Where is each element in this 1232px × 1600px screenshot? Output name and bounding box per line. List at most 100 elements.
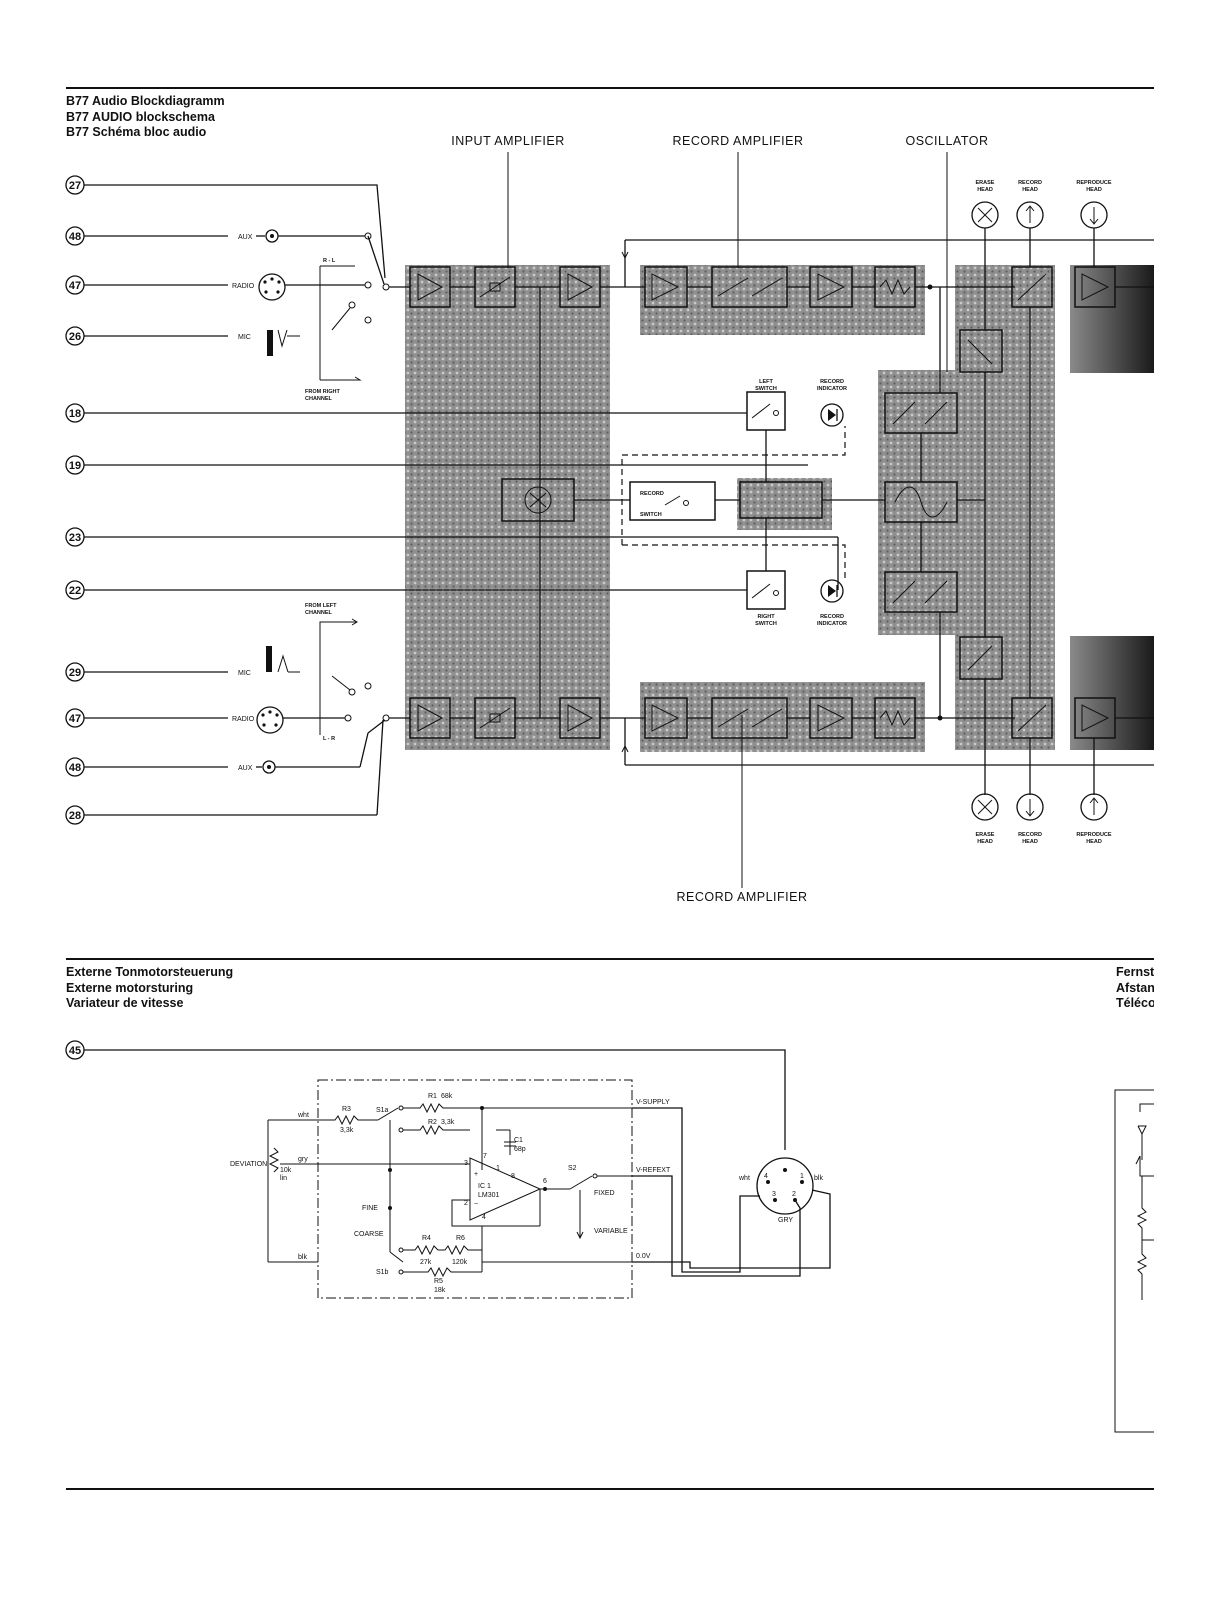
label-pin4: 4	[482, 1214, 486, 1221]
label-conn-4: 4	[764, 1173, 768, 1180]
label-vrefext: V-REFEXT	[636, 1167, 671, 1174]
label-conn-gry: GRY	[778, 1217, 793, 1224]
label-rec-ind-top-1: RECORD	[820, 379, 844, 385]
svg-text:47: 47	[69, 280, 81, 292]
label-r2-val: 3,3k	[441, 1119, 455, 1126]
pin-23: 23	[65, 527, 85, 547]
pin-18: 18	[65, 403, 85, 423]
label-ov: 0.0V	[636, 1253, 651, 1260]
label-from-left-1: FROM LEFT	[305, 603, 337, 609]
label-r5: R5	[434, 1278, 443, 1285]
label-plus: +	[474, 1171, 478, 1178]
label-oscillator: OSCILLATOR	[905, 134, 988, 148]
label-ic1: IC 1	[478, 1183, 491, 1190]
svg-text:19: 19	[69, 460, 81, 472]
label-radio-top: RADIO	[232, 283, 255, 290]
label-s1a: S1a	[376, 1107, 389, 1114]
label-pin6: 6	[543, 1178, 547, 1185]
label-gry-left: gry	[298, 1156, 308, 1163]
label-pin1: 1	[496, 1165, 500, 1172]
label-r1: R1	[428, 1093, 437, 1100]
label-r3-val: 3,3k	[340, 1127, 354, 1134]
pin-19: 19	[65, 455, 85, 475]
label-r6: R6	[456, 1235, 465, 1242]
heads: ERASE HEAD RECORD HEAD REPRODUCE HEAD ER…	[971, 180, 1112, 845]
label-r1-val: 68k	[441, 1093, 453, 1100]
label-mic-bottom: MIC	[238, 670, 251, 677]
label-input-amplifier: INPUT AMPLIFIER	[451, 134, 565, 148]
svg-text:22: 22	[69, 585, 81, 597]
label-record-switch-1: RECORD	[640, 491, 664, 497]
remote-title-fr: Téléco	[1116, 996, 1154, 1010]
remote-title-de: Fernst	[1116, 965, 1154, 979]
lower-chain	[409, 697, 1154, 766]
label-conn-blk: blk	[814, 1175, 823, 1182]
label-rec-ind-bottom-2: INDICATOR	[817, 621, 847, 627]
pin-29: 29	[65, 662, 85, 682]
label-record-head-bottom-1: RECORD	[1018, 832, 1042, 838]
label-pot-lin: lin	[280, 1175, 287, 1182]
erase-head-bottom-icon	[971, 793, 999, 821]
label-radio-bottom: RADIO	[232, 716, 255, 723]
svg-text:45: 45	[69, 1045, 81, 1057]
pin-28: 28	[65, 805, 85, 825]
label-record-head-top-1: RECORD	[1018, 180, 1042, 186]
label-blk-left: blk	[298, 1254, 307, 1261]
svg-text:18: 18	[69, 408, 81, 420]
label-conn-2: 2	[792, 1191, 796, 1198]
record-head-bottom-icon	[1016, 793, 1044, 821]
label-pin2: 2	[464, 1200, 468, 1207]
remote-titles-clipped: Fernst Afstan Téléco	[1116, 965, 1154, 1012]
label-conn-3: 3	[772, 1191, 776, 1198]
svg-text:26: 26	[69, 331, 81, 343]
label-deviation: DEVIATION	[230, 1161, 267, 1168]
label-s1b: S1b	[376, 1269, 389, 1276]
bottom-rule	[66, 1488, 1154, 1490]
label-rec-ind-top-2: INDICATOR	[817, 386, 847, 392]
svg-text:48: 48	[69, 762, 81, 774]
motor-title-de: Externe Tonmotorsteuerung	[66, 965, 234, 979]
label-reproduce-head-bottom-2: HEAD	[1086, 839, 1102, 845]
label-conn-1: 1	[800, 1173, 804, 1180]
label-reproduce-head-top-1: REPRODUCE	[1076, 180, 1111, 186]
label-r5-val: 18k	[434, 1287, 446, 1294]
label-r4: R4	[422, 1235, 431, 1242]
audio-title-nl: B77 AUDIO blockschema	[66, 109, 215, 124]
label-reproduce-head-top-2: HEAD	[1086, 187, 1102, 193]
label-left-switch-1: LEFT	[759, 379, 773, 385]
label-l-r: L - R	[323, 736, 335, 742]
svg-text:29: 29	[69, 667, 81, 679]
label-r6-val: 120k	[452, 1259, 468, 1266]
label-aux-bottom: AUX	[238, 765, 253, 772]
label-record-switch-2: SWITCH	[640, 512, 662, 518]
label-erase-head-bottom-1: ERASE	[976, 832, 995, 838]
label-r3: R3	[342, 1106, 351, 1113]
record-head-top-icon	[1016, 201, 1044, 229]
label-erase-head-bottom-2: HEAD	[977, 839, 993, 845]
label-c1: C1	[514, 1137, 523, 1144]
label-from-right-2: CHANNEL	[305, 396, 333, 402]
label-erase-head-top-2: HEAD	[977, 187, 993, 193]
label-pin8: 8	[511, 1173, 515, 1180]
middle-rule	[66, 958, 1154, 960]
label-minus: −	[474, 1201, 478, 1208]
label-c1-val: 68p	[514, 1146, 526, 1153]
pin-22: 22	[65, 580, 85, 600]
label-pin7: 7	[483, 1153, 487, 1160]
pin-48-top: 48	[65, 226, 85, 246]
control-section: RECORD SWITCH LEFT SWITCH RIGHT SWITCH R…	[501, 228, 1095, 795]
label-fine: FINE	[362, 1205, 378, 1212]
shaded-panels	[405, 265, 1154, 752]
label-from-left-2: CHANNEL	[305, 610, 333, 616]
erase-head-top-icon	[971, 201, 999, 229]
audio-title-de: B77 Audio Blockdiagramm	[66, 94, 225, 108]
label-from-right-1: FROM RIGHT	[305, 389, 340, 395]
remote-title-nl: Afstan	[1116, 980, 1154, 995]
label-mic-top: MIC	[238, 334, 251, 341]
label-wht-left: wht	[297, 1112, 309, 1119]
pin-27: 27	[65, 175, 85, 195]
label-aux-top: AUX	[238, 234, 253, 241]
svg-text:28: 28	[69, 810, 81, 822]
label-rec-ind-bottom-1: RECORD	[820, 614, 844, 620]
